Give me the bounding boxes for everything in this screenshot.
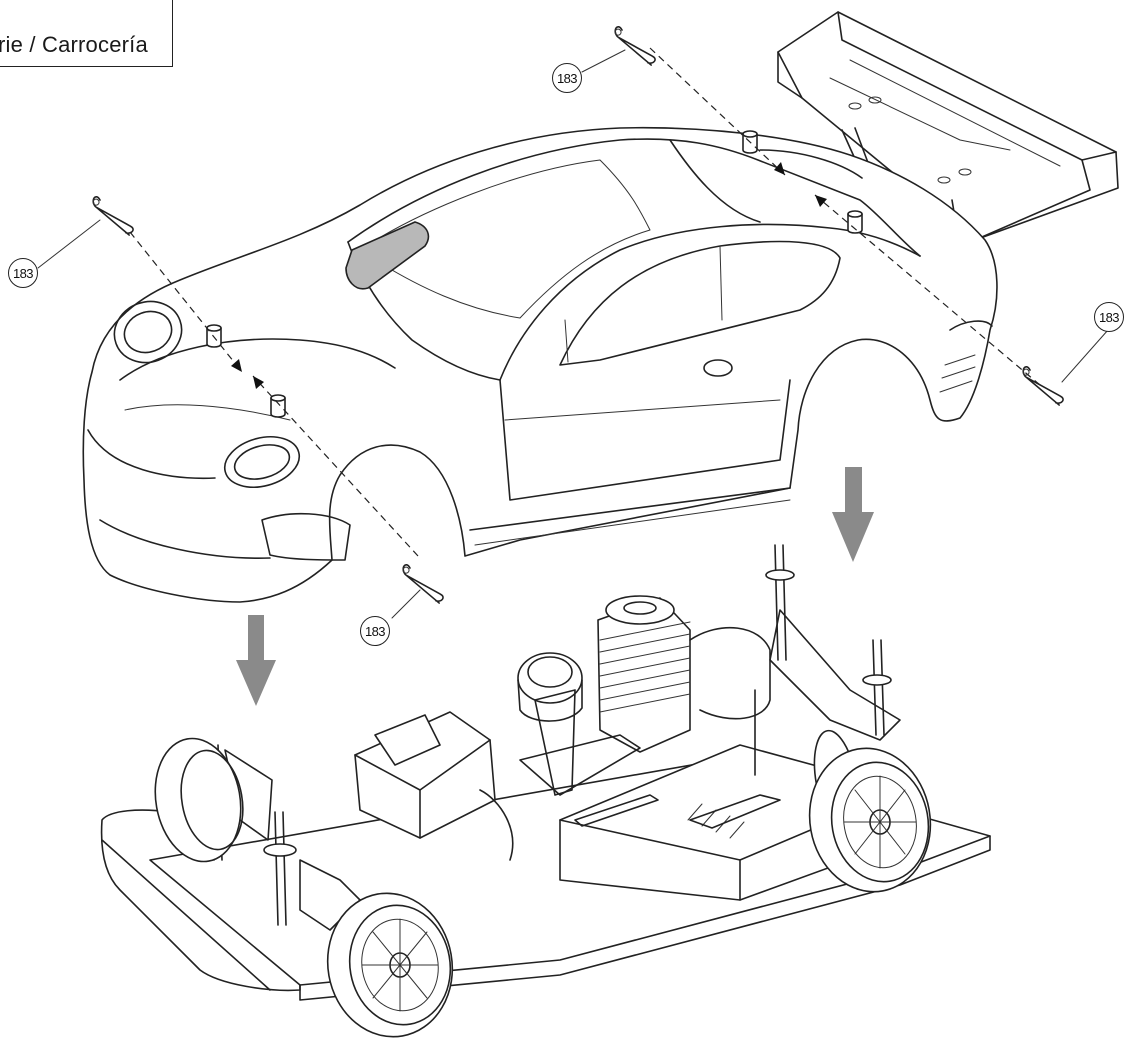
wheel-front-left — [154, 737, 244, 863]
rear-window-tint — [345, 221, 430, 290]
callout-leaders — [37, 49, 1109, 619]
body-shell — [82, 126, 998, 603]
install-guide-lines — [129, 47, 1041, 557]
part-callout-183: 183 — [8, 258, 38, 288]
section-title-box — [0, 0, 173, 67]
part-callout-183: 183 — [360, 616, 390, 646]
section-title: rie / Carrocería — [0, 32, 148, 57]
direction-arrow-right — [832, 467, 874, 562]
wheel-front-right — [326, 892, 454, 1038]
body-clip-icon — [92, 26, 1064, 604]
direction-arrow-left — [236, 615, 276, 706]
part-callout-183: 183 — [552, 63, 582, 93]
part-callout-183: 183 — [1094, 302, 1124, 332]
wheel-rear-right — [808, 747, 932, 893]
